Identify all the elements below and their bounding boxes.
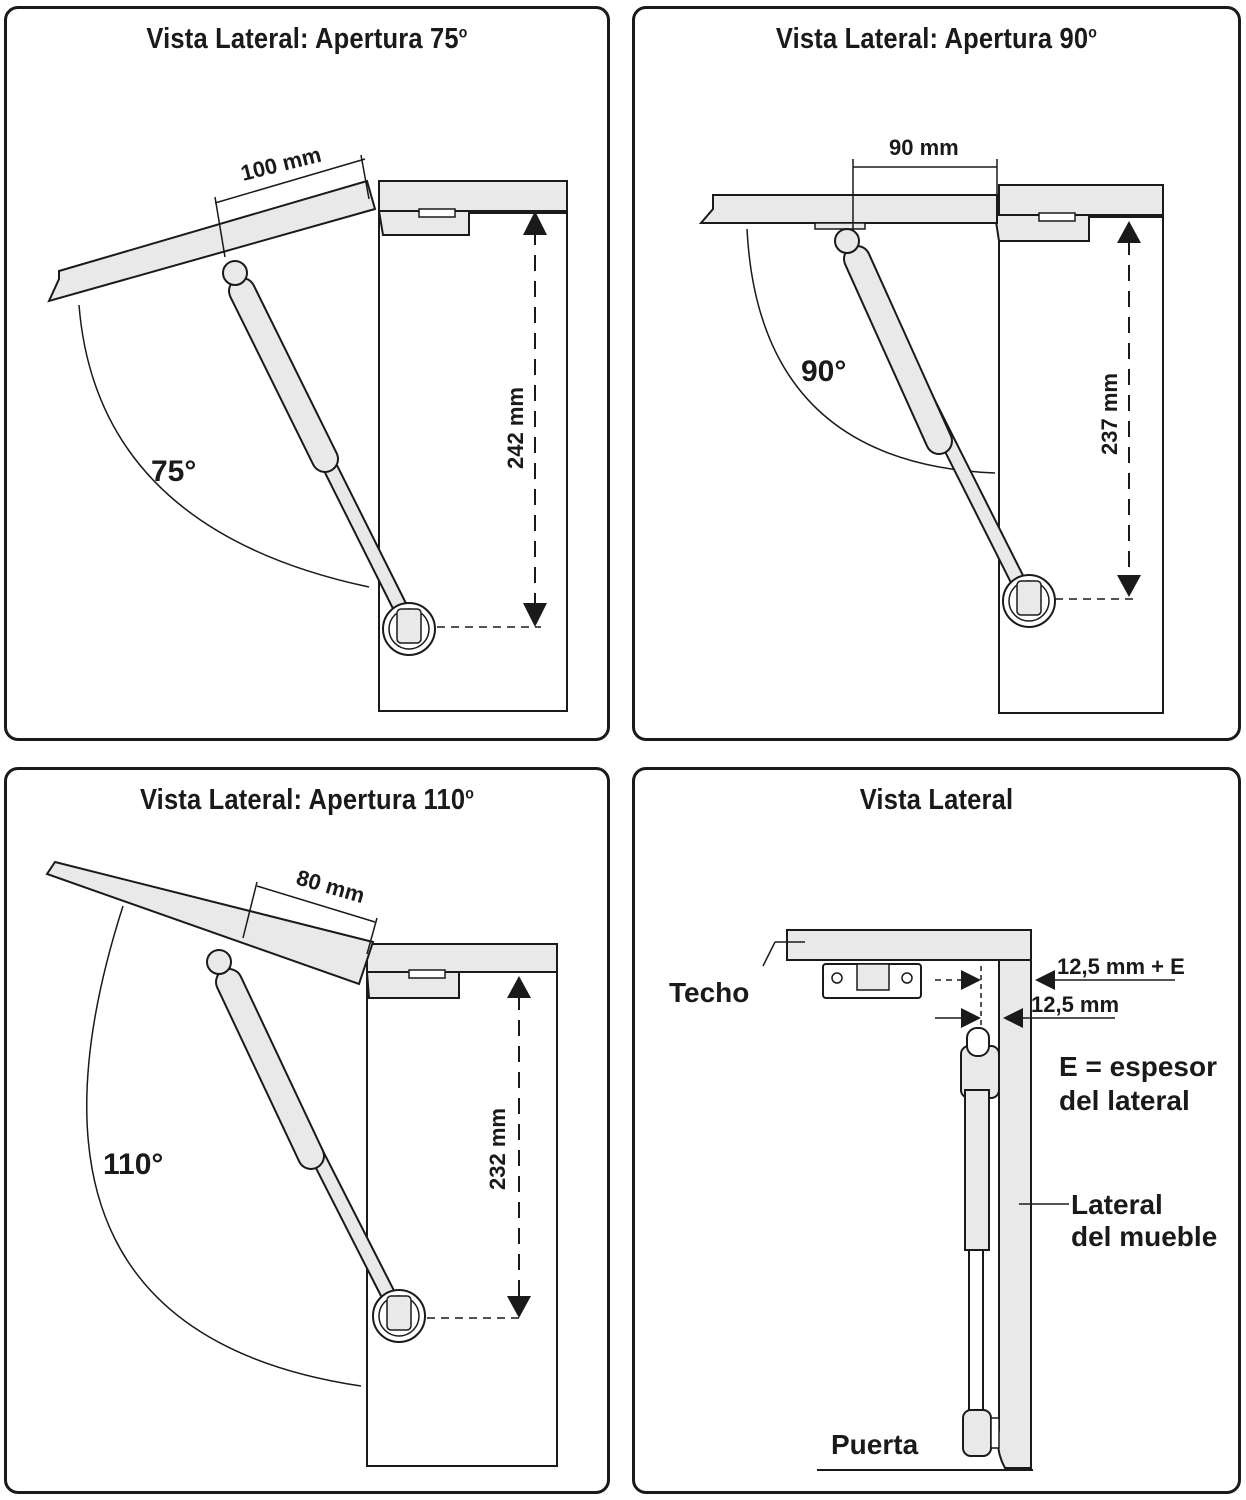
diagram-apertura-110: 80 mm 110° 232 mm xyxy=(45,860,558,1467)
opening-arc xyxy=(746,228,996,474)
gas-strut xyxy=(206,949,403,1316)
panel-title: Vista Lateral: Apertura 75o xyxy=(146,23,468,55)
diagram-apertura-90: 90 mm 90° 237 mm xyxy=(698,135,1164,714)
panel-title: Vista Lateral xyxy=(859,784,1014,816)
angle-label: 75° xyxy=(151,455,196,488)
width-dimension-label: 100 mm xyxy=(238,142,324,186)
opening-arc xyxy=(78,304,370,588)
panel-vista-lateral: Vista Lateral Techo 12,5 mm + E 12,5 mm xyxy=(632,767,1241,1494)
gas-strut xyxy=(834,228,1033,603)
diagram-vista-lateral: Techo 12,5 mm + E 12,5 mm Puerta E = esp… xyxy=(669,929,1217,1471)
offset-e-label: 12,5 mm + E xyxy=(1057,954,1185,979)
cabinet-top xyxy=(786,929,1032,961)
arrow-up xyxy=(1117,221,1141,243)
panel-apertura-110: Vista Lateral: Apertura 110o 80 mm 110° xyxy=(4,767,610,1494)
panel-apertura-90: Vista Lateral: Apertura 90o 90 mm 90° xyxy=(632,6,1241,741)
arrow-down xyxy=(507,1296,531,1318)
height-dimension-label: 242 mm xyxy=(503,387,528,469)
width-dimension-label: 90 mm xyxy=(889,135,959,160)
cabinet-side xyxy=(998,216,1164,714)
cabinet-side xyxy=(366,971,558,1467)
panel-title: Vista Lateral: Apertura 110o xyxy=(139,784,475,816)
panel-apertura-75: Vista Lateral: Apertura 75o 100 mm 75° xyxy=(4,6,610,741)
e-definition-line1: E = espesor xyxy=(1059,1051,1217,1082)
techo-label: Techo xyxy=(669,977,749,1008)
e-definition-line2: del lateral xyxy=(1059,1085,1190,1116)
lateral-label-line2: del mueble xyxy=(1071,1221,1217,1252)
height-dimension-label: 232 mm xyxy=(485,1108,510,1190)
arrow-up xyxy=(507,976,531,998)
door-panel xyxy=(698,194,998,224)
angle-label: 90° xyxy=(801,355,846,388)
gas-strut-vertical xyxy=(960,1027,1000,1457)
width-dimension-label: 80 mm xyxy=(294,865,368,908)
door-panel xyxy=(47,179,377,303)
opening-arc xyxy=(86,905,362,1387)
arrow-down xyxy=(1117,575,1141,597)
angle-label: 110° xyxy=(103,1148,163,1181)
arrow-down xyxy=(523,603,547,627)
lateral-label-line1: Lateral xyxy=(1071,1189,1163,1220)
cabinet-top xyxy=(998,184,1164,216)
height-dimension-label: 237 mm xyxy=(1097,373,1122,455)
cabinet-top xyxy=(366,943,558,973)
offset-label: 12,5 mm xyxy=(1031,992,1119,1017)
door-panel xyxy=(45,860,375,986)
panel-title: Vista Lateral: Apertura 90o xyxy=(775,23,1098,55)
cabinet-side-panel xyxy=(996,959,1032,1469)
arrow-up xyxy=(523,211,547,235)
cabinet-top xyxy=(378,180,568,212)
diagram-apertura-75: 100 mm 75° 242 mm xyxy=(47,142,568,712)
puerta-label: Puerta xyxy=(831,1429,919,1460)
gas-strut xyxy=(222,260,415,629)
